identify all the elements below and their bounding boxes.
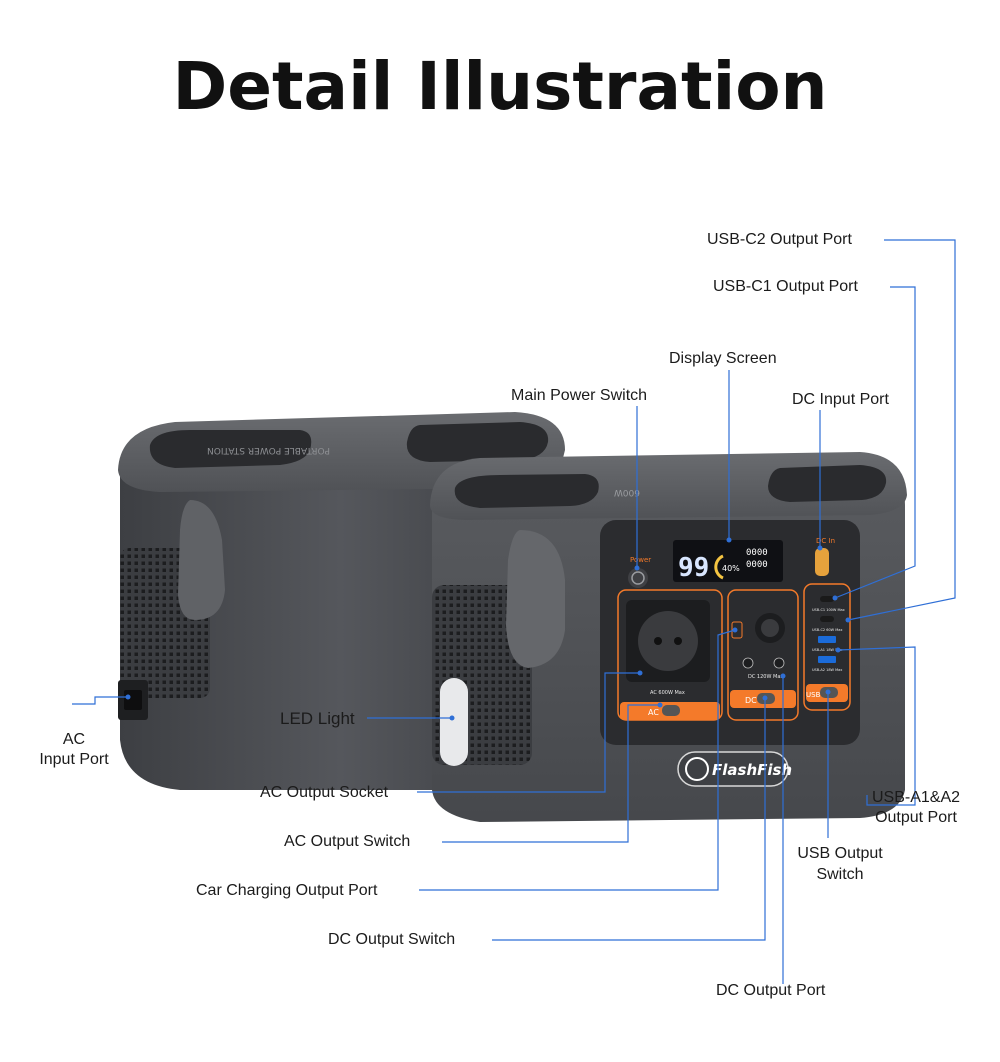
control-panel (600, 520, 860, 745)
display-value: 99 (678, 553, 709, 583)
label-usb-output-switch-line1: USB Output (797, 845, 883, 862)
brand-name: FlashFish (712, 761, 792, 779)
dc-label: DC (745, 696, 757, 705)
label-dc-output-switch: DC Output Switch (328, 931, 456, 948)
dc-in-label: DC In (816, 537, 835, 545)
dc-rating: DC 120W Max (748, 674, 783, 680)
usb-label: USB (806, 691, 821, 699)
brand-logo (677, 751, 789, 787)
label-dc-output-port: DC Output Port (716, 982, 826, 999)
usb-c2-rating: USB-C2 60W Max (812, 628, 843, 632)
ac-output-switch[interactable] (662, 705, 680, 716)
ac-rating: AC 600W Max (650, 690, 685, 696)
label-usb-output-switch-line2: Switch (816, 866, 864, 883)
front-model-text: 600W (614, 487, 640, 497)
front-unit: 600W Power 99 40% 0000 0000 DC In AC 600… (430, 452, 907, 822)
label-car-charging-output: Car Charging Output Port (196, 882, 378, 899)
rear-model-text: PORTABLE POWER STATION (207, 445, 330, 455)
usb-a1-rating: USB-A1 18W Max (812, 648, 842, 652)
usb-a2-port (818, 656, 836, 663)
label-ac-output-switch: AC Output Switch (284, 833, 411, 850)
leader-usb-c2 (847, 239, 956, 621)
page-title: Detail Illustration (172, 48, 828, 125)
dc-output-port-2 (773, 657, 785, 669)
power-button[interactable] (628, 568, 648, 588)
display-readout-2: 0000 (746, 560, 768, 570)
display-readout-1: 0000 (746, 548, 768, 558)
label-ac-output-socket: AC Output Socket (260, 784, 389, 801)
label-main-power-switch: Main Power Switch (511, 387, 648, 404)
usb-c2-port (820, 596, 834, 602)
display-percent: 40% (722, 564, 740, 573)
label-usb-a-output-line2: Output Port (875, 809, 957, 826)
label-display-screen: Display Screen (669, 350, 777, 367)
power-label: Power (630, 556, 651, 564)
label-usb-a-output-line1: USB-A1&A2 (871, 789, 961, 806)
dc-input-port (815, 548, 829, 576)
label-usb-c2-output: USB-C2 Output Port (707, 231, 852, 248)
usb-c1-rating: USB-C1 100W Max (812, 608, 845, 612)
label-dc-input-port: DC Input Port (792, 391, 889, 408)
leader-lines (72, 239, 956, 984)
usb-a1-port (818, 636, 836, 643)
dc-output-port-1 (742, 657, 754, 669)
label-ac-input-port-line2: Input Port (39, 751, 109, 768)
label-usb-c1-output: USB-C1 Output Port (713, 278, 858, 295)
display-screen (673, 540, 783, 582)
usb-c1-port (820, 616, 834, 622)
ac-label: AC (648, 708, 659, 717)
label-led-light: LED Light (280, 709, 355, 728)
led-light (440, 678, 468, 766)
label-ac-input-port-line1: AC (62, 731, 86, 748)
usb-a2-rating: USB-A2 18W Max (812, 668, 842, 672)
